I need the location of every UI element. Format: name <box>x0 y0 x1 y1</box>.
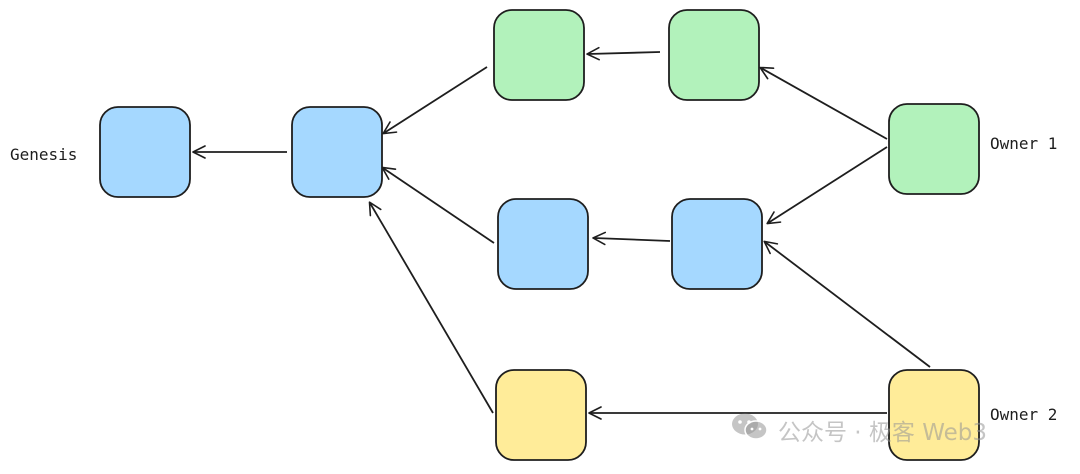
blue-node-4 <box>671 198 763 290</box>
owner2-node <box>888 369 980 461</box>
owner1-node <box>888 103 980 195</box>
genesis-label: Genesis <box>10 145 78 164</box>
owner1-label: Owner 1 <box>990 134 1058 153</box>
edge-green-node-1-to-root-node <box>382 66 488 135</box>
nodes <box>99 9 980 461</box>
genesis-node <box>99 106 191 198</box>
edges <box>192 46 931 420</box>
yellow-node-1 <box>495 369 587 461</box>
edge-green-node-2-to-green-node-1 <box>586 46 661 61</box>
green-node-2 <box>668 9 760 101</box>
owner2-label: Owner 2 <box>990 405 1058 424</box>
edge-yellow-node-1-to-root-node <box>368 201 494 414</box>
edge-owner1-node-to-blue-node-4 <box>766 146 888 225</box>
edge-blue-node-3-to-root-node <box>381 166 495 244</box>
edge-blue-node-4-to-blue-node-3 <box>592 231 671 246</box>
wechat-icon <box>730 412 770 448</box>
root-node <box>291 106 383 198</box>
green-node-1 <box>493 9 585 101</box>
edge-owner1-node-to-green-node-2 <box>759 66 888 140</box>
blue-node-3 <box>497 198 589 290</box>
watermark: 公众号 · 极客 Web3 <box>730 412 987 448</box>
edge-owner2-node-to-blue-node-4 <box>763 240 931 368</box>
watermark-text: 公众号 · 极客 Web3 <box>778 420 988 446</box>
